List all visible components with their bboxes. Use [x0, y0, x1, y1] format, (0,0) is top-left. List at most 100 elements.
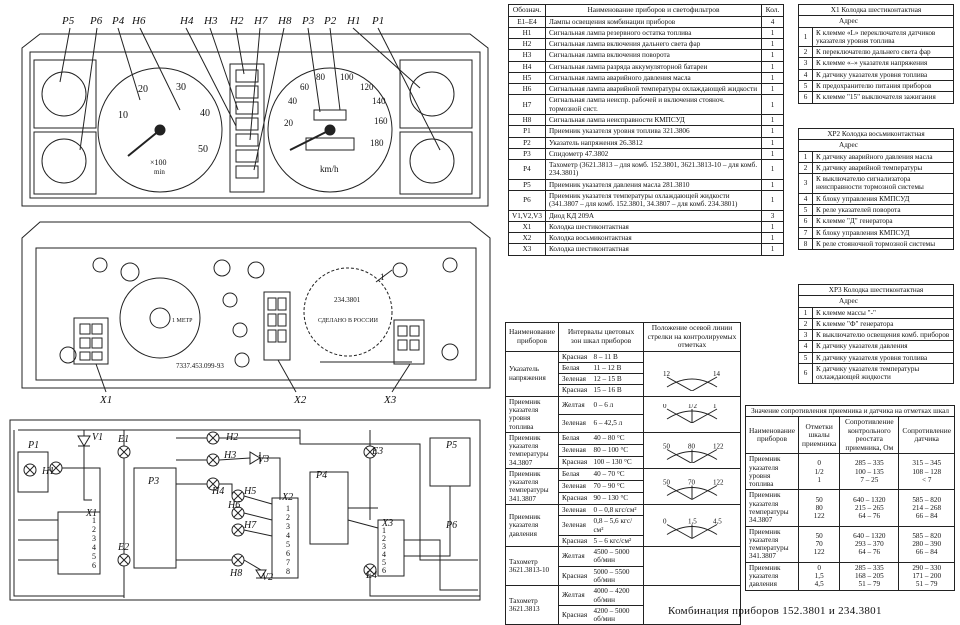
schematic-label: E3 — [371, 446, 383, 457]
zone-color: Желтая — [558, 395, 591, 415]
zone-range: 80 – 100 °С — [590, 443, 644, 457]
res-value: 1 — [817, 476, 821, 485]
res-value: 100 – 135 — [854, 467, 884, 476]
zone-instrument: Приемник указателя температуры 34.3807 — [504, 431, 560, 469]
main-cell: P4 — [508, 159, 546, 180]
resistance-table: Значение сопротивления приемника и датчи… — [744, 404, 955, 591]
connector-title: ХР2 Колодка восьмиконтактная — [798, 127, 954, 141]
schematic-label: P1 — [27, 440, 39, 451]
back-mark-made: СДЕЛАНО В РОССИИ — [318, 318, 379, 324]
needle-mark-label: 14 — [713, 370, 721, 378]
main-cell: Колодка шестиконтактная — [544, 220, 763, 234]
needle-mark — [666, 408, 693, 424]
res-value: 0 — [817, 459, 821, 468]
zone-range: 5 – 6 кгс/см² — [590, 534, 644, 548]
needle-mark-label: 0 — [663, 404, 667, 410]
top-label: P5 — [61, 15, 75, 27]
needle-mark — [666, 485, 693, 501]
zone-color: Желтая — [558, 546, 591, 567]
main-cell: 3 — [761, 209, 784, 222]
res-value: 122 — [813, 548, 825, 557]
main-cell: Лампы освещения комбинации приборов — [544, 15, 763, 28]
needle-mark — [666, 524, 693, 540]
res-header-cell: Отметки шкалы приемника — [798, 416, 841, 455]
x2-pin: 4 — [286, 531, 290, 540]
needle-mark-label: 122 — [713, 479, 724, 487]
x3-pin: 3 — [382, 542, 386, 551]
res-value: 171 – 200 — [912, 572, 942, 580]
main-cell: 1 — [761, 60, 784, 73]
zone-range: 4500 – 5000 об/мин — [590, 546, 644, 567]
pin-number: 3 — [798, 329, 813, 342]
zone-range: 4000 – 4200 об/мин — [590, 585, 644, 606]
connector-addr-row: Адрес — [798, 139, 954, 152]
back-motor-housing — [119, 277, 201, 359]
zone-color: Красная — [558, 350, 591, 363]
res-value: 168 – 205 — [854, 572, 884, 580]
connector-title: ХР3 Колодка шестиконтактная — [798, 283, 954, 297]
pin-number: 8 — [798, 237, 813, 251]
schematic-frame — [9, 419, 481, 601]
main-cell: X2 — [508, 232, 546, 245]
pin-address: К датчику аварийной температуры — [812, 161, 954, 175]
main-cell: 1 — [761, 114, 784, 127]
tacho-tick: 10 — [118, 110, 128, 121]
zone-range: 4200 – 5000 об/мин — [590, 604, 644, 625]
main-cell: 1 — [761, 178, 784, 192]
res-value: 108 – 128 — [912, 467, 942, 476]
res-header-cell: Сопротивление датчика — [898, 416, 955, 455]
needle-mark-label: 1/2 — [688, 404, 697, 410]
main-cell: 1 — [761, 136, 784, 149]
zone-color: Красная — [558, 604, 591, 625]
pin-number: 3 — [798, 173, 813, 194]
zone-range: 6 – 42,5 л — [590, 413, 644, 433]
main-cell: Сигнальная лампа включения поворота — [544, 49, 763, 62]
res-value: 66 – 84 — [915, 548, 938, 557]
connector-x1 — [73, 317, 109, 365]
connector-addr-row: Адрес — [798, 15, 954, 28]
oil-pressure-gauge — [41, 71, 87, 117]
res-value: 280 – 390 — [912, 540, 942, 549]
main-cell: Сигнальная лампа аварийной температуры о… — [544, 83, 763, 96]
x1-pin: 4 — [92, 543, 96, 552]
pin-number: 2 — [798, 161, 813, 175]
schematic-label: H2 — [225, 432, 238, 443]
main-cell: P2 — [508, 136, 546, 149]
needle-mark-label: 4,5 — [713, 518, 722, 526]
top-label: H6 — [131, 15, 146, 27]
zone-range: 90 – 130 °С — [590, 491, 644, 506]
pin-number: 5 — [798, 79, 813, 93]
main-cell: Приемник указателя давления масла 281.38… — [544, 178, 763, 192]
res-value: 290 – 330 — [912, 563, 942, 572]
schematic-label: V3 — [258, 454, 269, 465]
main-cell: 1 — [761, 49, 784, 62]
res-value: 0 — [817, 563, 821, 572]
zone-color: Зеленая — [558, 479, 591, 493]
